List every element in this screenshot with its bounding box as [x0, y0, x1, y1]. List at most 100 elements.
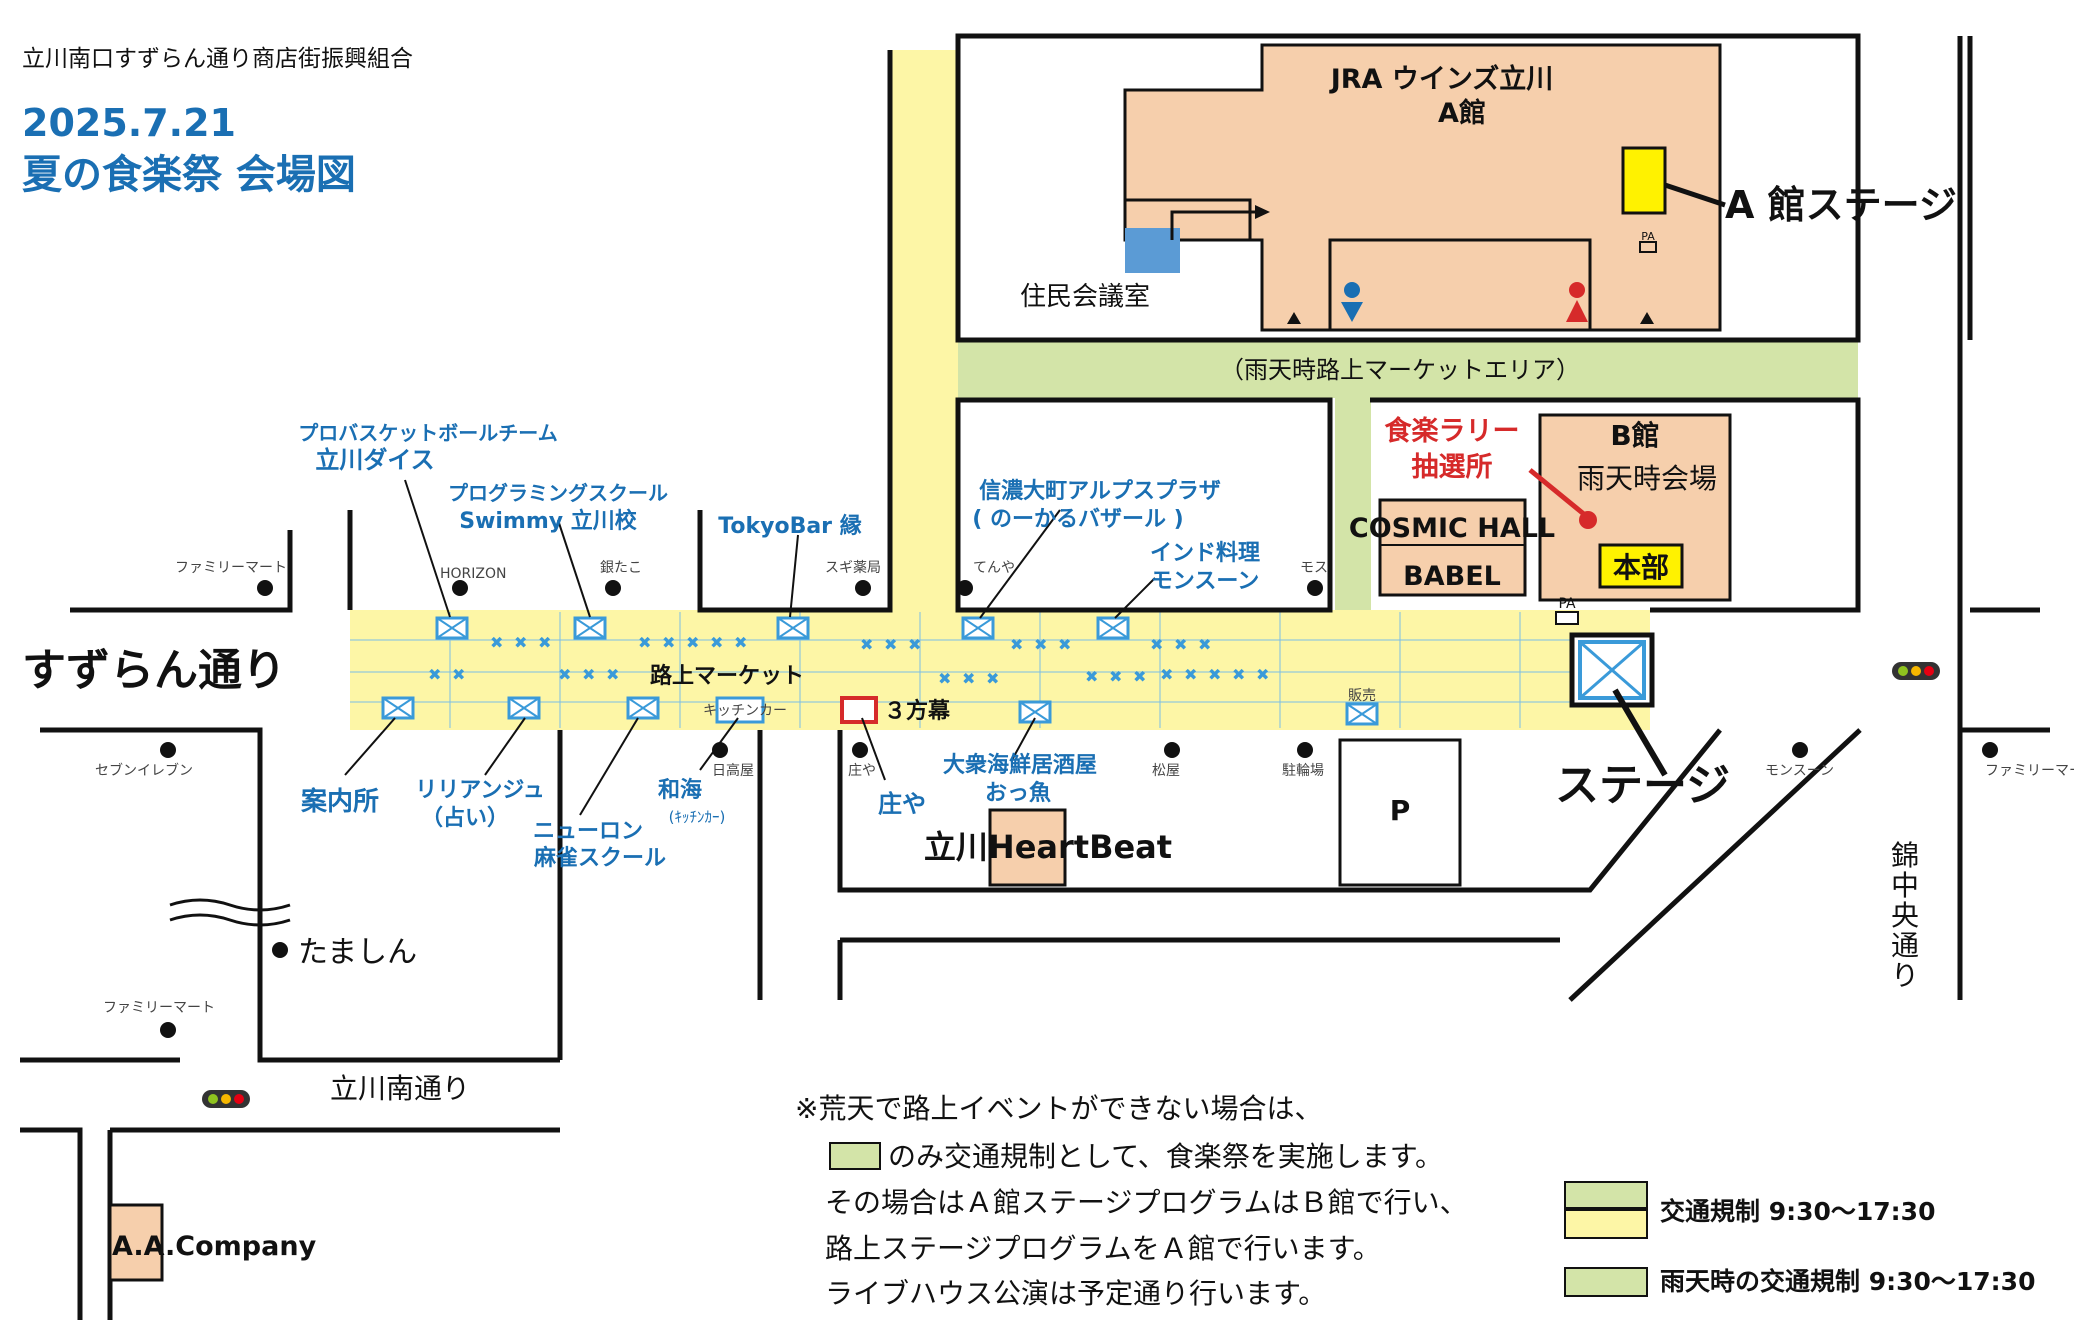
- rally-pointer: [1528, 468, 1587, 517]
- heartbeat-label: 立川HeartBeat: [924, 828, 1172, 866]
- stall-mark: ✖: [662, 633, 675, 652]
- aa-company-label: A.A.Company: [112, 1231, 317, 1262]
- stall-mark: ✖: [1232, 665, 1245, 684]
- note-line-2: のみ交通規制として、食楽祭を実施します。: [888, 1140, 1443, 1173]
- traffic-light-east-icon: [1892, 662, 1940, 680]
- note-line-1: ※荒天で路上イベントができない場合は、: [795, 1092, 1322, 1125]
- babel-label: BABEL: [1403, 561, 1501, 592]
- stall-mark: ✖: [1160, 665, 1173, 684]
- booth-lily-1: リリアンジュ: [415, 778, 545, 803]
- booth-newron-2: 麻雀スクール: [533, 845, 666, 871]
- event-date: 2025.7.21: [22, 101, 236, 145]
- stall-mark: ✖: [1010, 635, 1023, 654]
- stall-mark: ✖: [1208, 665, 1221, 684]
- stall-mark: ✖: [428, 665, 441, 684]
- cosmic-hall-label: COSMIC HALL: [1349, 513, 1555, 544]
- booth-markers: [381, 616, 1379, 726]
- rain-market-area: [958, 340, 1858, 398]
- market-grid: [350, 612, 1640, 728]
- shop-matsuya: 松屋: [1152, 763, 1180, 779]
- juumin-label: 住民会議室: [1020, 282, 1150, 312]
- b-rain-label: 雨天時会場: [1577, 462, 1717, 495]
- notes-green-swatch: [829, 1142, 881, 1170]
- booth-ottsu-1: 大衆海鮮居酒屋: [943, 752, 1097, 778]
- restroom-male-icon: [1341, 282, 1363, 322]
- a-entry-triangle-2: [1640, 312, 1654, 324]
- suzuran-street-label: すずらん通り: [22, 645, 286, 696]
- stall-mark: ✖: [1109, 667, 1122, 686]
- kitchen-car-label: キッチンカー: [703, 703, 787, 719]
- street-pa-icon: [1555, 611, 1579, 625]
- stall-mark: ✖: [490, 633, 503, 652]
- shop-familymart-sw: ファミリーマート: [103, 1000, 215, 1016]
- svg-text:り: り: [1891, 959, 1919, 992]
- parking-lot: [1338, 738, 1462, 887]
- shop-seven: セブンイレブン: [95, 762, 193, 779]
- jra-a-sub-label: A館: [1438, 97, 1486, 129]
- jra-a-label: JRA ウインズ立川: [1329, 63, 1554, 95]
- sanpomaku-booth: [840, 696, 878, 724]
- a-stage-box: [1621, 146, 1667, 215]
- booth-marker: [776, 616, 810, 640]
- stall-mark: ✖: [1133, 667, 1146, 686]
- note-line-4: 路上ステージプログラムをＡ館で行います。: [825, 1232, 1381, 1265]
- booth-marker: [573, 616, 607, 640]
- shop-familymart-e: ファミリーマート: [1985, 763, 2074, 779]
- stall-mark: ✖: [1198, 635, 1211, 654]
- heartbeat-building: [988, 808, 1067, 887]
- tachikawa-minami-label: 立川南通り: [330, 1072, 470, 1105]
- stall-mark: ✖: [1150, 635, 1163, 654]
- a-stage-label: A 館ステージ: [1725, 183, 1957, 227]
- stall-mark: ✖: [1184, 665, 1197, 684]
- stall-markers: ✖✖✖✖✖✖✖✖✖✖✖✖✖✖✖✖✖✖✖✖✖✖✖✖✖✖✖✖✖✖✖✖✖: [428, 633, 1269, 688]
- shop-dots: [160, 580, 1998, 1038]
- suzuran-street-yellow: [350, 610, 1650, 730]
- stall-mark: ✖: [538, 633, 551, 652]
- north-road-yellow: [890, 50, 958, 620]
- stall-mark: ✖: [558, 665, 571, 684]
- booth-dice-2: 立川ダイス: [315, 446, 434, 474]
- booth-annaijo: 案内所: [300, 786, 379, 817]
- stall-mark: ✖: [1256, 665, 1269, 684]
- b-kan-label: B館: [1610, 419, 1659, 452]
- entrance-arrow: [1170, 210, 1255, 240]
- a-inner-hall: [1328, 238, 1592, 332]
- booth-marker: [1345, 702, 1379, 726]
- booth-indo-2: モンスーン: [1151, 569, 1259, 594]
- jra-a-building: [1123, 43, 1722, 332]
- rally-pointer-dot: [1579, 511, 1597, 529]
- stall-mark: ✖: [638, 633, 651, 652]
- stage-label: ステージ: [1555, 760, 1730, 811]
- page-title: 夏の食楽祭 会場図: [22, 152, 356, 198]
- booth-marker: [626, 696, 660, 720]
- a-entry-triangle-1: [1287, 312, 1301, 324]
- stall-mark: ✖: [986, 669, 999, 688]
- booth-marker: [961, 616, 995, 640]
- shop-mos: モス: [1300, 560, 1328, 576]
- green-connector: [1335, 398, 1371, 610]
- stall-mark: ✖: [860, 635, 873, 654]
- restroom-female-icon: [1566, 282, 1588, 322]
- stall-mark: ✖: [1085, 667, 1098, 686]
- booth-swimmy-1: プログラミングスクール: [448, 481, 668, 505]
- shop-monsoon-small: モンスーン: [1765, 763, 1834, 779]
- legend-green-rain: [1564, 1267, 1648, 1297]
- org-name: 立川南口すずらん通り商店街振興組合: [22, 46, 413, 72]
- stall-mark: ✖: [962, 669, 975, 688]
- booth-swimmy-2: Swimmy 立川校: [459, 508, 638, 534]
- legend-yellow: [1564, 1209, 1648, 1239]
- stall-mark: ✖: [686, 633, 699, 652]
- stall-mark: ✖: [1058, 635, 1071, 654]
- legend-regulation: 交通規制 9:30〜17:30: [1660, 1197, 1935, 1226]
- stall-mark: ✖: [1174, 635, 1187, 654]
- booth-tokyobar: TokyoBar 縁: [718, 513, 861, 539]
- shop-gindako: 銀たこ: [600, 560, 642, 576]
- booth-shinano-2: ( のーかるバザール ): [972, 507, 1183, 532]
- rain-market-label: （雨天時路上マーケットエリア）: [1220, 356, 1580, 384]
- stall-mark: ✖: [884, 635, 897, 654]
- aa-company-building: [108, 1203, 164, 1282]
- street-pa-label: PA: [1558, 596, 1576, 612]
- shop-hidakaya: 日高屋: [712, 762, 754, 779]
- booth-newron-1: ニューロン: [533, 819, 643, 844]
- leader-lines: [344, 479, 1156, 816]
